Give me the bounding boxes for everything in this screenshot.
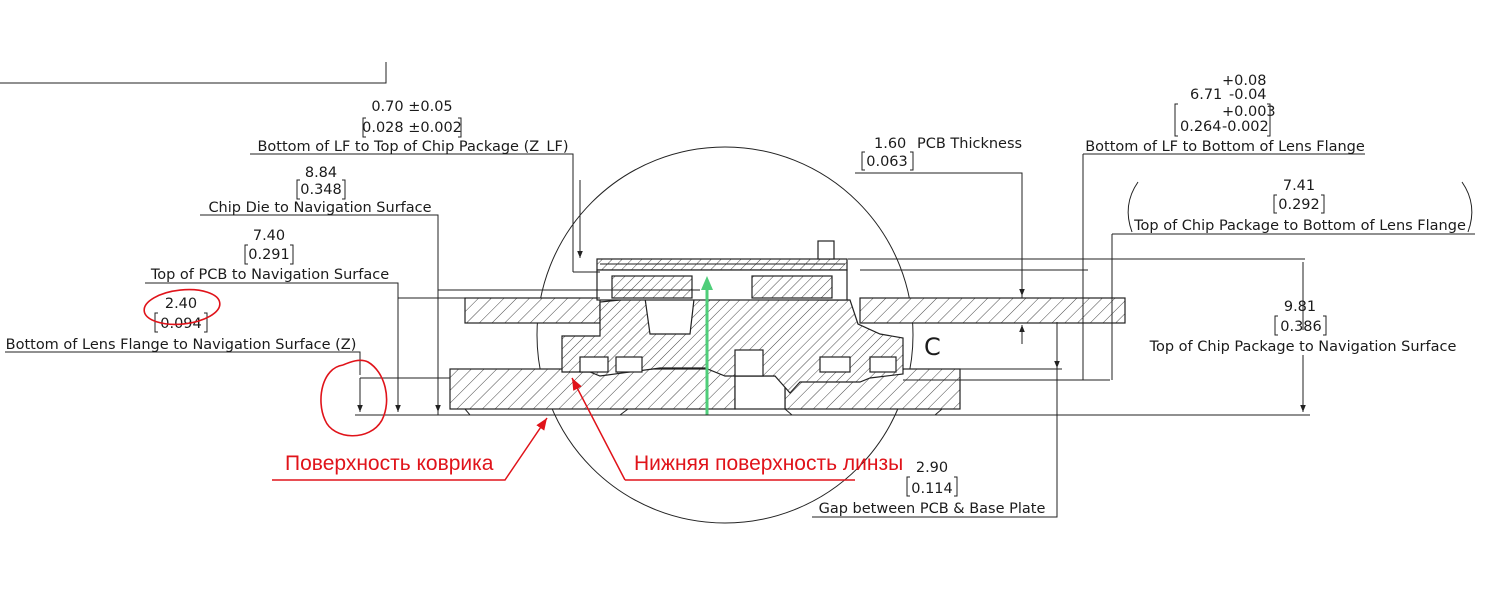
svg-text:-0.002: -0.002 — [1222, 119, 1269, 135]
detail-letter: C — [924, 333, 941, 361]
svg-text:0.291: 0.291 — [248, 247, 290, 263]
lens-body — [561, 281, 904, 394]
detail-circle — [536, 146, 914, 524]
dim-gap: 2.90 0.114 Gap between PCB & Base Plate — [819, 460, 1046, 517]
title-block-border — [0, 62, 387, 84]
svg-text:2.40: 2.40 — [165, 296, 197, 312]
svg-text:7.41: 7.41 — [1283, 178, 1315, 194]
svg-text:Gap between PCB & Base Plate: Gap between PCB & Base Plate — [819, 501, 1046, 517]
svg-text:1.60: 1.60 — [874, 136, 906, 152]
svg-text:+0.003: +0.003 — [1222, 104, 1276, 120]
svg-text:0.386: 0.386 — [1280, 319, 1322, 335]
svg-text:Chip Die to Navigation Surface: Chip Die to Navigation Surface — [208, 200, 431, 216]
svg-text:Bottom of Lens Flange to Navig: Bottom of Lens Flange to Navigation Surf… — [6, 337, 357, 353]
optical-axis-arrow — [701, 276, 713, 290]
dim-z-lf: 0.70 ±0.05 0.028 ±0.002 Bottom of LF to … — [257, 99, 568, 155]
dim-pkg-lf: 7.41 0.292 Top of Chip Package to Bottom… — [1133, 178, 1466, 234]
svg-text:Top of Chip Package to Navigat: Top of Chip Package to Navigation Surfac… — [1149, 339, 1457, 355]
svg-text:9.81: 9.81 — [1284, 299, 1316, 315]
svg-text:0.348: 0.348 — [300, 182, 342, 198]
annotation-mat-surface: Поверхность коврика — [285, 452, 494, 475]
svg-text:0.114: 0.114 — [911, 481, 953, 497]
dim-pkg-nav: 9.81 0.386 Top of Chip Package to Naviga… — [1149, 299, 1457, 355]
svg-text:7.40: 7.40 — [253, 228, 285, 244]
chip-package — [596, 240, 848, 301]
dim-die-nav: 8.84 0.348 Chip Die to Navigation Surfac… — [208, 165, 431, 216]
svg-text:6.71: 6.71 — [1190, 87, 1222, 103]
annotation-lens-bottom: Нижняя поверхность линзы — [634, 452, 903, 475]
svg-text:2.90: 2.90 — [916, 460, 948, 476]
dim-pcb-nav: 7.40 0.291 Top of PCB to Navigation Surf… — [150, 228, 389, 283]
svg-text:Bottom of LF to Top of Chip Pa: Bottom of LF to Top of Chip Package (Z_L… — [257, 139, 568, 155]
svg-text:0.028 ±0.002: 0.028 ±0.002 — [362, 120, 462, 136]
lens-slots — [579, 349, 897, 377]
dim-pcb-thickness: 1.60 PCB Thickness 0.063 — [861, 136, 1022, 171]
svg-text:8.84: 8.84 — [305, 165, 337, 181]
svg-text:0.70 ±0.05: 0.70 ±0.05 — [371, 99, 452, 115]
svg-text:Top of PCB to Navigation Surfa: Top of PCB to Navigation Surface — [150, 267, 389, 283]
svg-text:+0.08: +0.08 — [1222, 73, 1266, 89]
red-annotations: Поверхность коврика Нижняя поверхность л… — [143, 288, 903, 481]
svg-text:Top of Chip Package to Bottom: Top of Chip Package to Bottom of Lens Fl… — [1133, 218, 1466, 234]
svg-text:0.292: 0.292 — [1278, 197, 1320, 213]
dim-lf-lf: +0.08 6.71 -0.04 +0.003 0.264 -0.002 Bot… — [1085, 73, 1365, 155]
svg-text:0.063: 0.063 — [866, 154, 908, 170]
svg-text:PCB Thickness: PCB Thickness — [917, 136, 1022, 152]
dimension-lines — [5, 153, 1475, 518]
svg-text:0.264: 0.264 — [1180, 119, 1222, 135]
svg-text:-0.04: -0.04 — [1229, 87, 1267, 103]
svg-text:Bottom of LF to Bottom of Lens: Bottom of LF to Bottom of Lens Flange — [1085, 139, 1365, 155]
